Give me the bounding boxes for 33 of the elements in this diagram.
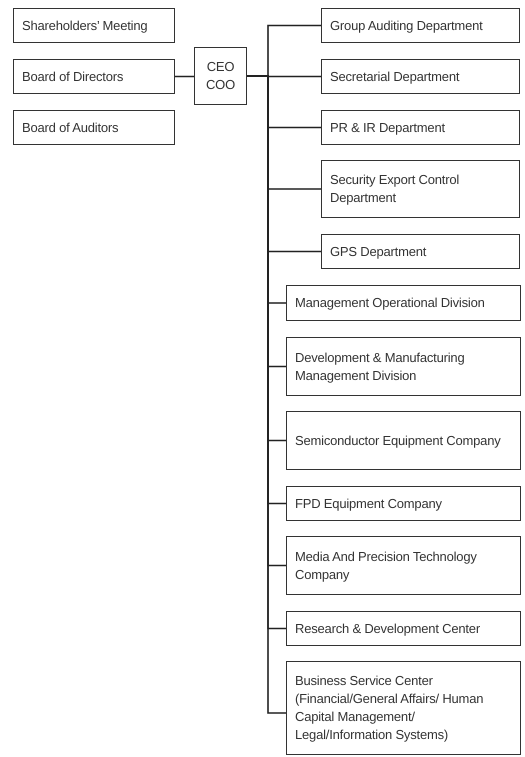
org-box (321, 8, 520, 43)
org-box (286, 337, 521, 396)
unit-name: Group Auditing Department (330, 16, 483, 34)
org-box (13, 59, 175, 94)
unit-name: Board of Auditors (22, 118, 118, 136)
org-box (321, 160, 520, 218)
unit-name: Management Operational Division (295, 294, 485, 312)
org-box (286, 661, 521, 755)
org-box (321, 234, 520, 269)
org-box (286, 486, 521, 521)
org-box (286, 611, 521, 646)
unit-name: Shareholders’ Meeting (22, 16, 148, 34)
unit-name: Security Export Control Department (330, 171, 460, 207)
org-box (286, 536, 521, 595)
org-box (194, 47, 247, 105)
org-box (321, 59, 520, 94)
org-box (286, 285, 521, 321)
unit-name: Semiconductor Equipment Company (295, 432, 501, 450)
org-box (13, 8, 175, 43)
unit-name: Business Service Center (Financial/General Affairs/ Human Capital Management/ Legal/Information Systems) (295, 672, 484, 744)
unit-name: Research & Development Center (295, 620, 480, 638)
unit-name: Development & Manufacturing Management Division (295, 348, 466, 384)
unit-name: PR & IR Department (330, 118, 445, 136)
connector-line (175, 76, 194, 78)
org-box (286, 411, 521, 470)
unit-name: CEO COO (204, 58, 236, 94)
unit-name: Secretarial Department (330, 68, 460, 86)
org-box (13, 110, 175, 145)
unit-name: GPS Department (330, 242, 426, 260)
unit-name: Board of Directors (22, 68, 124, 86)
org-box (321, 110, 520, 145)
unit-name: FPD Equipment Company (295, 494, 442, 512)
unit-name: Media And Precision Technology Company (295, 548, 478, 584)
